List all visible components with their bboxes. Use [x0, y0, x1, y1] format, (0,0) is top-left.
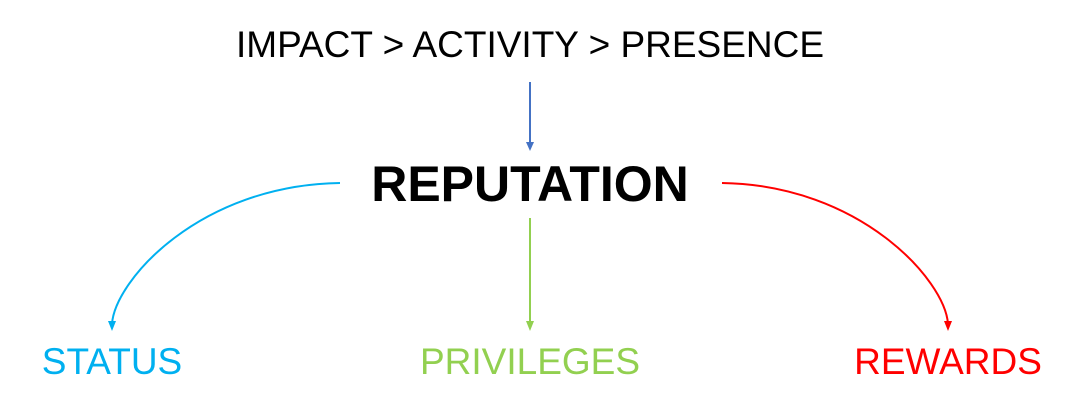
arrow-to-rewards — [721, 182, 952, 331]
reputation-label: REPUTATION — [371, 156, 689, 212]
arrow-to-privileges — [526, 218, 534, 331]
header-text: IMPACT > ACTIVITY > PRESENCE — [235, 24, 825, 65]
rewards-label: REWARDS — [854, 341, 1042, 382]
arrow-to-status — [108, 182, 341, 331]
status-label: STATUS — [41, 341, 183, 382]
arrow-presence-to-reputation — [526, 82, 534, 151]
privileges-label: PRIVILEGES — [419, 341, 641, 382]
